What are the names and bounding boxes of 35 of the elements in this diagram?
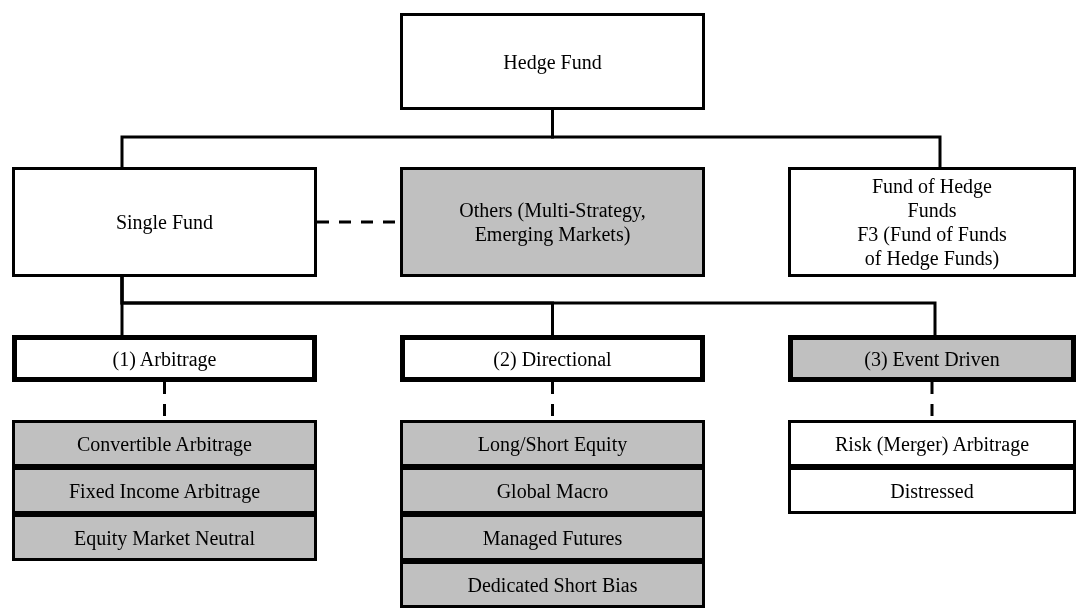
box-label: Distressed [890,478,974,503]
box-label: Risk (Merger) Arbitrage [835,431,1029,456]
box-label: Equity Market Neutral [73,525,256,550]
box-label: Global Macro [496,478,609,503]
box-label: Others (Multi-Strategy, Emerging Markets) [458,198,647,246]
strategy-box [400,514,705,561]
strategy-box [788,335,1076,382]
strategy-box [400,467,705,514]
strategy-box [788,467,1076,514]
box-label: Managed Futures [482,525,623,550]
box-label: (3) Event Driven [864,346,1000,371]
strategy-box [12,514,317,561]
box-label: Fund of Hedge Funds [871,174,993,222]
strategy-box [12,167,317,277]
box-label: Hedge Fund [503,49,602,74]
strategy-box [788,420,1076,467]
box-label: F3 (Fund of Funds of Hedge Funds) [856,222,1008,270]
box-label: Single Fund [115,210,214,234]
strategy-box [400,420,705,467]
strategy-box [788,167,1076,277]
strategy-box [12,420,317,467]
box-label: (1) Arbitrage [112,346,217,371]
strategy-box [400,561,705,608]
connector-line [551,110,942,167]
connector-line [120,277,937,335]
strategy-box [400,13,705,110]
box-label: Dedicated Short Bias [467,572,638,597]
box-label: (2) Directional [493,346,612,371]
strategy-box [400,167,705,277]
box-label: Convertible Arbitrage [77,431,252,456]
box-label: Fixed Income Arbitrage [68,478,261,503]
box-label: Long/Short Equity [477,431,628,456]
strategy-box [12,335,317,382]
strategy-box [400,335,705,382]
strategy-box [12,467,317,514]
